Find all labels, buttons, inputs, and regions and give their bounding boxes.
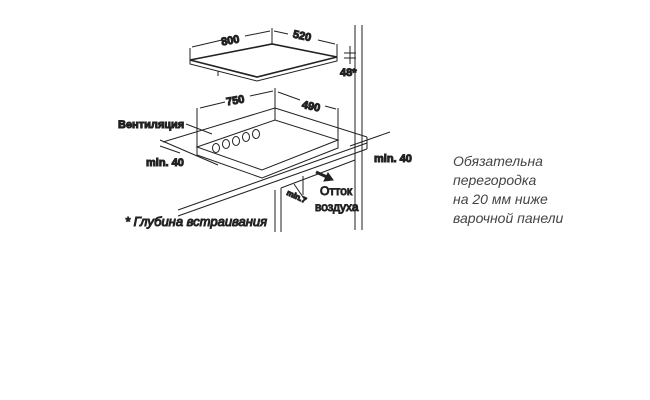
hob [189, 28, 356, 82]
airflow-arrow-icon [315, 170, 334, 182]
min-gap-label: min.7 [285, 188, 308, 205]
hob-height-label: 48* [340, 67, 357, 79]
min-right-label: min. 40 [374, 153, 412, 165]
note-line: Обязательна [453, 153, 543, 169]
note-line: на 20 мм ниже [453, 191, 548, 207]
airflow-label-1: Отток [320, 184, 353, 198]
countertop [159, 88, 391, 217]
hob-depth-label: 520 [292, 29, 312, 45]
airflow-label-2: воздуха [315, 200, 359, 214]
partition-note: Обязательна перегородка на 20 мм ниже ва… [453, 152, 563, 228]
hob-width-label: 800 [220, 33, 240, 48]
footnote: * Глубина встраивания [125, 214, 267, 229]
cutout-width-label: 750 [225, 93, 245, 108]
ventilation-label: Вентиляция [118, 119, 184, 131]
note-line: перегородка [453, 172, 537, 188]
ventilation-holes [185, 123, 260, 153]
cutout-depth-label: 490 [301, 99, 321, 115]
min-left-label: min. 40 [146, 157, 184, 169]
note-line: варочной панели [453, 210, 564, 226]
